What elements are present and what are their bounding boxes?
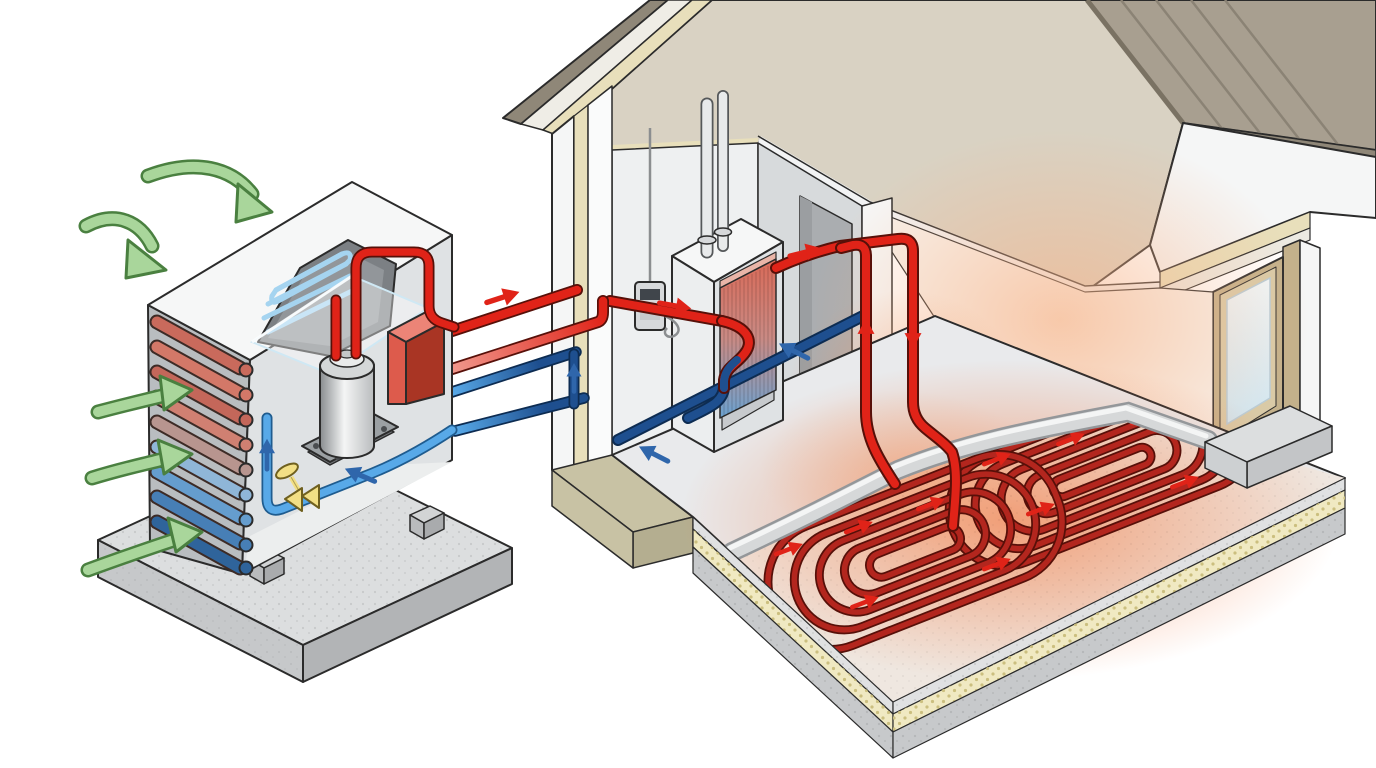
outdoor-unit [97,181,513,683]
window-plinth [1204,405,1333,489]
peeled-floor-layer [722,401,1218,562]
roof-ridge-edge [1085,0,1185,125]
air-intake-arrow-side-3 [80,516,204,578]
eaves-fascia-cap [502,0,669,125]
indoor-pipes [604,232,962,532]
air-intake-arrow-side-2 [84,438,194,486]
meter-display [640,289,660,300]
shroud-coil [261,250,357,335]
air-intake-arrow-side-1 [90,374,194,420]
meter-cable-loop [663,314,680,338]
coil-tube-ends [238,362,254,576]
expansion-valve [275,462,320,512]
vent-pipes [697,90,733,259]
eaves-board [520,0,693,131]
air-intake-arrow-top-2 [78,211,168,280]
hydro-unit-front [671,255,715,453]
air-intake-arrow-top-1 [140,159,274,224]
air-intake-arrows [78,159,274,578]
floor-cut-layers [692,405,1346,759]
discharge-pipe [330,246,460,362]
mounting-foot-right [409,505,445,540]
foundation-side [551,469,634,569]
left-wall-inner [587,85,613,465]
metal-roof-seams [1120,0,1344,152]
cabinet-interior-floor [244,462,452,572]
line-set [446,283,609,437]
